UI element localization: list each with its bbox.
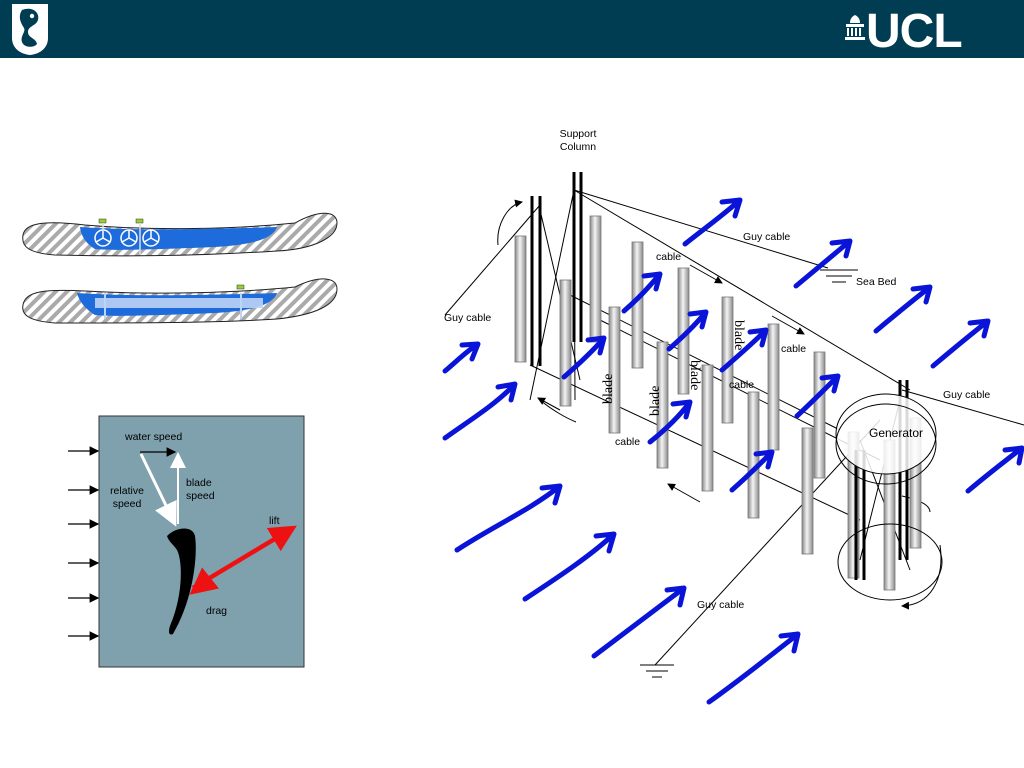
header-bar: UCL [0, 0, 1024, 58]
incoming-flow-arrows [68, 446, 100, 641]
water-speed-label: water speed [124, 431, 182, 443]
hydrofoil-blade-icon [167, 528, 196, 635]
ucl-wordmark: UCL [866, 5, 963, 58]
ucl-portico-icon [845, 15, 865, 40]
blade-label: blade [687, 360, 702, 390]
cable-label: cable [781, 343, 806, 355]
guy-cable-label: Guy cable [697, 599, 744, 611]
guy-cable-label: Guy cable [943, 389, 990, 401]
relative-speed-arrow [139, 453, 177, 527]
horizontal-turbine-blade [95, 298, 263, 308]
tidal-flow-arrows [442, 197, 1024, 705]
cable-label: cable [615, 436, 640, 448]
cable-label: cable [656, 251, 681, 263]
generator-label: Generator [869, 426, 923, 440]
lift-label: lift [269, 515, 280, 527]
support-columns [530, 172, 909, 580]
frame-lines [444, 189, 1024, 666]
blade-label: blade [648, 386, 663, 416]
drag-arrow [189, 567, 220, 595]
turbine-blades [514, 215, 922, 591]
turbine-buoy-marker [236, 284, 245, 290]
drag-label: drag [206, 605, 227, 617]
turbine-buoy-marker [98, 218, 107, 224]
sea-bed-anchors [640, 269, 858, 678]
seahorse-crest-icon [12, 4, 48, 55]
generator-unit [835, 393, 943, 601]
tidal-channel-diagram [22, 212, 338, 324]
blade-label: blade [601, 374, 616, 404]
sea-bed-label: Sea Bed [856, 276, 896, 288]
blade-label: blade [731, 320, 746, 350]
rotation-arrows [497, 199, 942, 610]
guy-cable-label: Guy cable [743, 231, 790, 243]
guy-cable-label: Guy cable [444, 312, 491, 324]
cable-label: cable [729, 379, 754, 391]
turbine-buoy-marker [135, 218, 144, 224]
